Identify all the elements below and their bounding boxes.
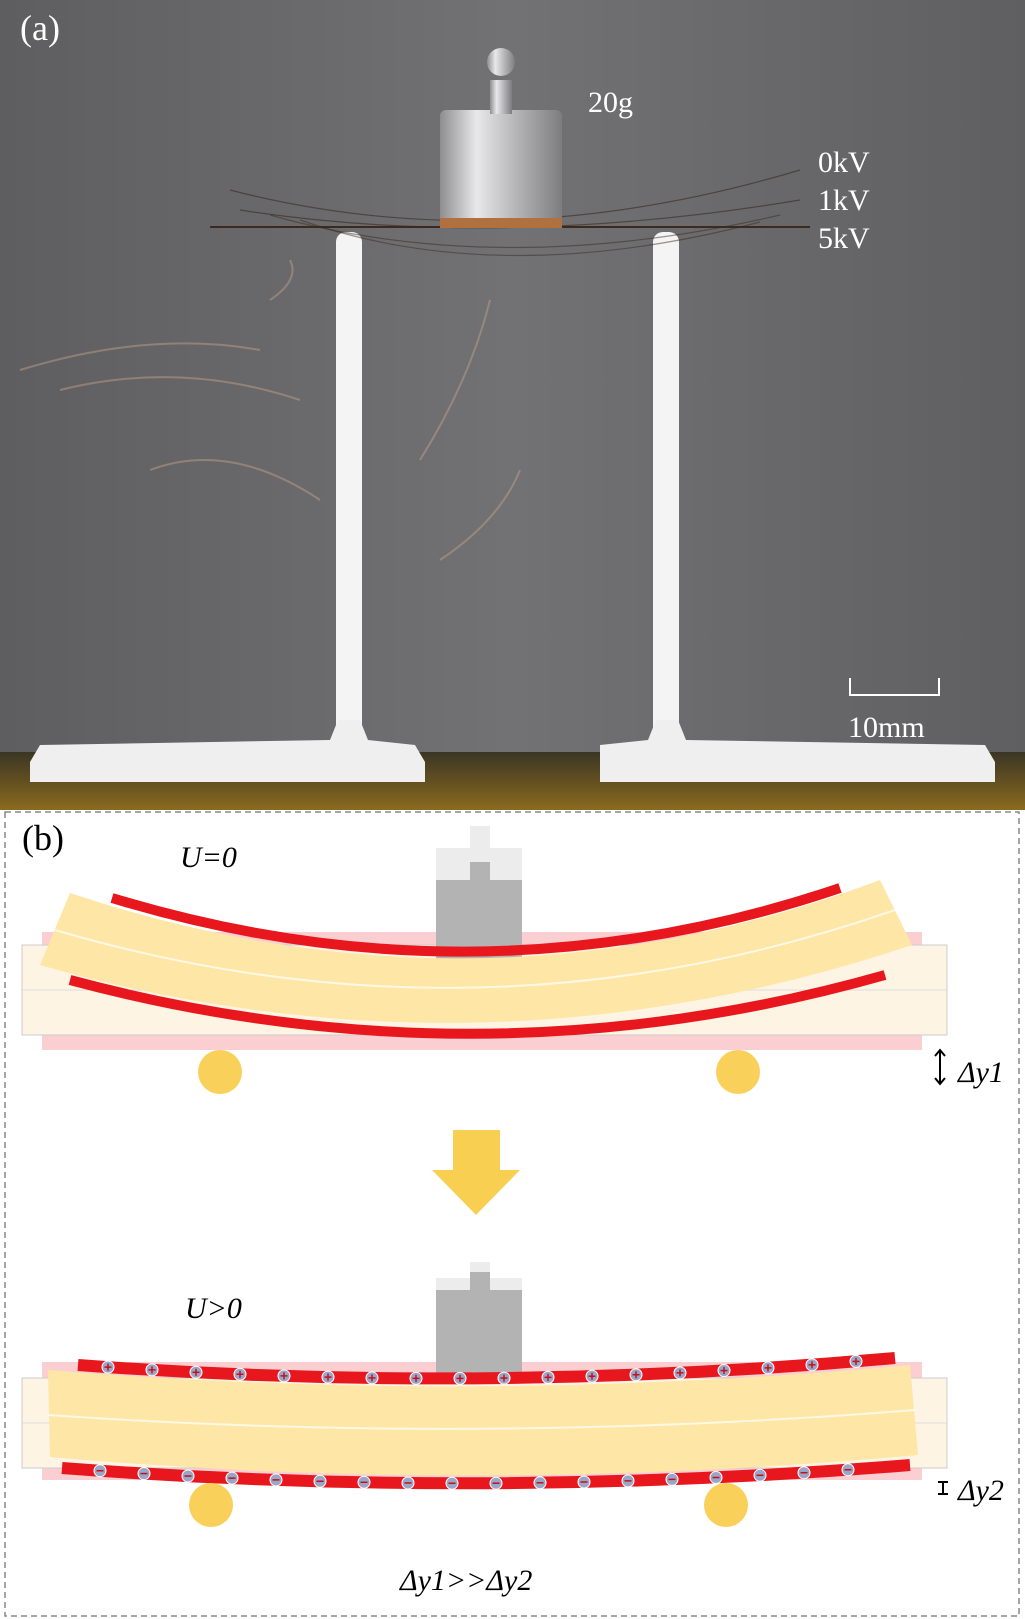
left-roller-bottom <box>189 1483 233 1527</box>
voltage-label-0kv: 0kV <box>818 146 870 179</box>
schematic-diagram: U=0 Δy1 U>0 Δy2 Δ <box>4 811 1020 1617</box>
bent-beam <box>40 880 912 1023</box>
voltage-label-1kv: 1kV <box>818 184 870 217</box>
voltage-label-5kv: 5kV <box>818 222 870 255</box>
down-arrow <box>432 1130 520 1215</box>
top-state <box>21 826 948 1094</box>
deflection-comparison: Δy1>>Δy2 <box>399 1564 532 1597</box>
right-roller-top <box>716 1050 760 1094</box>
deflection-label-1: Δy1 <box>957 1056 1004 1089</box>
right-roller-bottom <box>704 1483 748 1527</box>
deflection-label-2: Δy2 <box>957 1474 1004 1507</box>
deflection-marker-2 <box>938 1481 948 1495</box>
weight-20g <box>440 48 562 228</box>
scale-bar <box>849 678 940 696</box>
lower-electrode-top <box>68 970 887 1039</box>
right-support <box>600 232 995 782</box>
mass-label: 20g <box>588 86 633 119</box>
condition-label-bottom: U>0 <box>185 1292 242 1325</box>
upper-electrode-top <box>110 883 842 957</box>
photo-illustration: (a) 20g 0kV 1kV 5kV 10mm <box>0 0 1025 810</box>
panel-a-label: (a) <box>20 8 60 48</box>
charge-symbols <box>93 1354 863 1490</box>
panel-b-label: (b) <box>22 818 64 858</box>
scale-bar-label: 10mm <box>848 711 925 744</box>
slightly-bent-beam <box>48 1365 918 1476</box>
panel-a-photo: (a) 20g 0kV 1kV 5kV 10mm <box>0 0 1025 810</box>
light-streaks <box>19 259 521 561</box>
left-roller-top <box>198 1050 242 1094</box>
condition-label-top: U=0 <box>180 841 237 874</box>
bottom-state <box>21 1262 948 1527</box>
panel-b-schematic: U=0 Δy1 U>0 Δy2 Δ <box>0 810 1025 1619</box>
left-support <box>30 232 425 782</box>
weight-bottom <box>436 1290 522 1378</box>
deflection-marker-1 <box>934 1048 946 1086</box>
